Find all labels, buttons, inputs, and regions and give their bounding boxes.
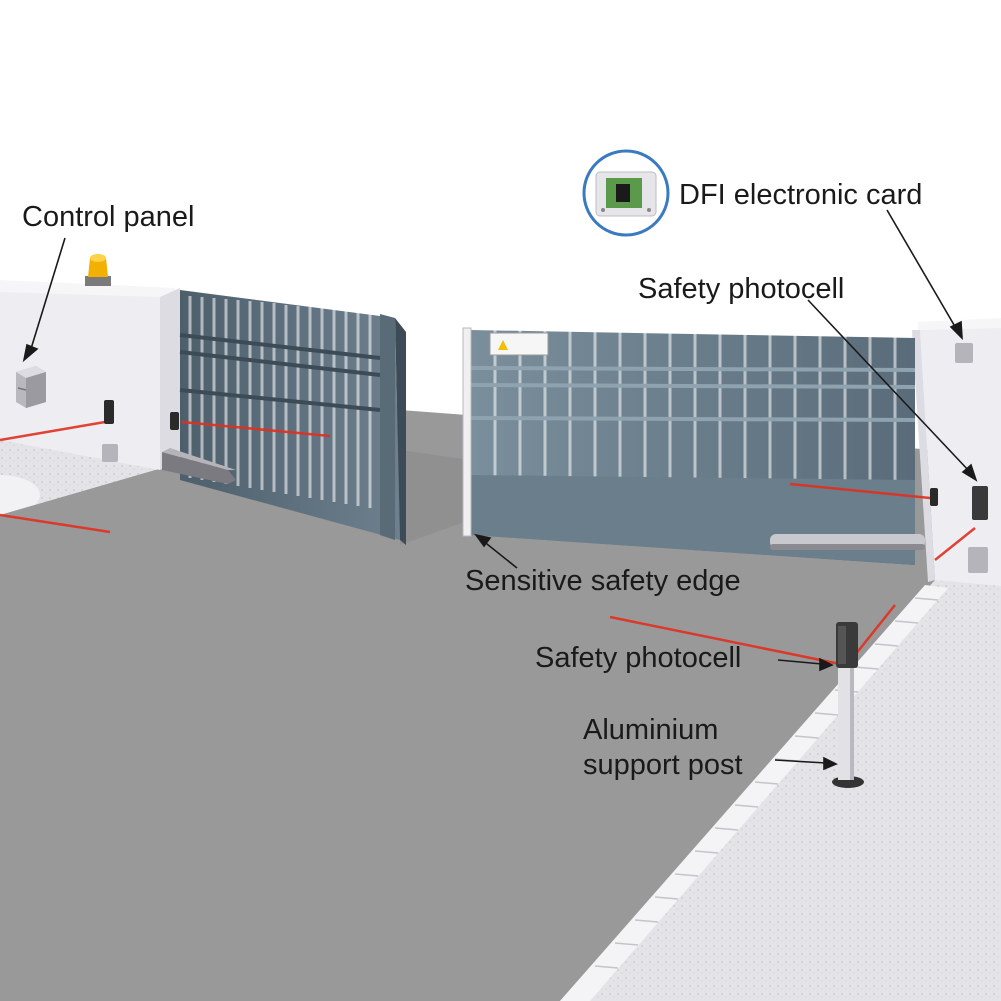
label-post-line2: support post (583, 749, 743, 782)
photocell-left-wall (104, 400, 114, 424)
label-dfi-electronic-card: DFI electronic card (679, 179, 923, 211)
left-gate-leaf (179, 290, 406, 545)
photocell-right-gate (930, 488, 938, 506)
label-sensitive-safety-edge: Sensitive safety edge (465, 565, 741, 597)
label-safety-photocell-top: Safety photocell (638, 273, 845, 305)
label-aluminium-support-post: Aluminium support post (583, 713, 743, 784)
junction-box-left (102, 444, 118, 462)
dfi-junction-box (955, 343, 973, 363)
dfi-card-inset (582, 149, 670, 237)
flashing-lamp (85, 254, 111, 286)
driveway (0, 410, 935, 1001)
control-panel-box (16, 366, 46, 408)
photocell-right-wall (972, 486, 988, 520)
junction-box-lower (968, 547, 988, 573)
warning-sign (489, 332, 549, 356)
label-safety-photocell-bottom: Safety photocell (535, 642, 742, 674)
label-post-line1: Aluminium (583, 714, 719, 746)
label-control-panel: Control panel (22, 201, 195, 233)
left-pillar-wall (0, 280, 180, 470)
photocell-beams (0, 420, 976, 667)
leader-lines (22, 209, 978, 771)
swing-actuator (162, 448, 236, 484)
sensitive-safety-edge (462, 327, 472, 537)
photocell-left-gate (170, 412, 179, 430)
sliding-actuator (770, 534, 925, 550)
aluminium-support-post (832, 622, 864, 788)
right-pillar-wall (912, 318, 1001, 586)
right-gate-leaf (469, 318, 916, 565)
